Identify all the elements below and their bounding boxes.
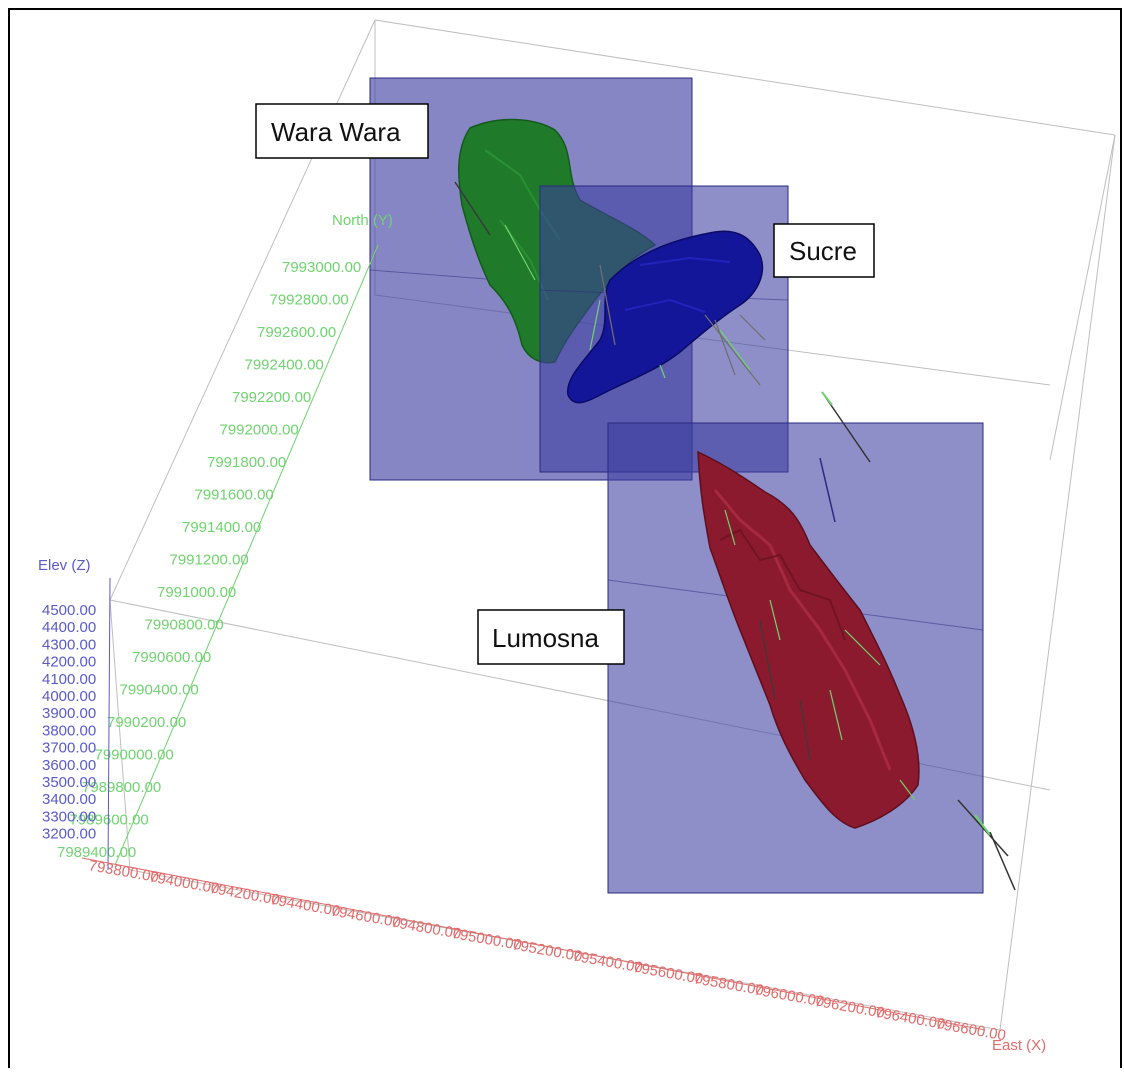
wara-wara-callout: Wara Wara <box>255 103 429 159</box>
lumosna-orebody <box>697 450 920 829</box>
north-tick-15: 7990000.00 <box>95 747 174 764</box>
north-tick-18: 7989400.00 <box>57 844 136 861</box>
elev-axis-title: Elev (Z) <box>38 557 91 574</box>
elev-tick-0: 4500.00 <box>42 602 96 619</box>
north-tick-6: 7991800.00 <box>207 454 286 471</box>
elev-tick-6: 3900.00 <box>42 705 96 722</box>
north-tick-5: 7992000.00 <box>220 422 299 439</box>
north-tick-12: 7990600.00 <box>132 649 211 666</box>
elev-tick-9: 3600.00 <box>42 757 96 774</box>
lumosna-block <box>607 422 984 894</box>
north-tick-14: 7990200.00 <box>107 714 186 731</box>
north-tick-13: 7990400.00 <box>120 682 199 699</box>
lumosna-label: Lumosna <box>492 623 599 653</box>
north-axis-title: North (Y) <box>332 212 393 229</box>
east-tick-14: 796600.00 <box>934 1015 1007 1044</box>
elev-tick-3: 4200.00 <box>42 654 96 671</box>
north-tick-10: 7991000.00 <box>157 584 236 601</box>
sucre-orebody <box>567 230 764 404</box>
elev-tick-5: 4000.00 <box>42 688 96 705</box>
north-tick-3: 7992400.00 <box>245 357 324 374</box>
elev-tick-1: 4400.00 <box>42 619 96 636</box>
elev-tick-11: 3400.00 <box>42 791 96 808</box>
sucre-callout: Sucre <box>773 223 875 278</box>
elev-tick-8: 3700.00 <box>42 740 96 757</box>
north-tick-2: 7992600.00 <box>257 324 336 341</box>
wara-wara-label: Wara Wara <box>271 117 401 147</box>
lumosna-callout: Lumosna <box>477 609 625 665</box>
elev-tick-12: 3300.00 <box>42 808 96 825</box>
drill-traces <box>819 391 1016 891</box>
north-tick-labels: 7993000.00 7992800.00 7992600.00 7992400.00… <box>57 259 361 861</box>
elev-tick-labels: 4500.004400.004300.004200.004100.004000.… <box>42 602 96 843</box>
elev-tick-10: 3500.00 <box>42 774 96 791</box>
elev-tick-2: 4300.00 <box>42 636 96 653</box>
elev-tick-13: 3200.00 <box>42 826 96 843</box>
sucre-label: Sucre <box>789 236 857 266</box>
north-tick-11: 7990800.00 <box>145 617 224 634</box>
elev-tick-7: 3800.00 <box>42 722 96 739</box>
north-tick-4: 7992200.00 <box>232 389 311 406</box>
north-tick-9: 7991200.00 <box>170 552 249 569</box>
north-tick-8: 7991400.00 <box>182 519 261 536</box>
elev-axis: Elev (Z) 4500.004400.004300.004200.00410… <box>38 557 111 871</box>
east-axis-title: East (X) <box>992 1037 1046 1054</box>
north-axis: North (Y) 7993000.00 7992800.00 7992600.00… <box>57 212 393 866</box>
north-tick-17: 7989600.00 <box>70 812 149 829</box>
elev-tick-4: 4100.00 <box>42 671 96 688</box>
north-tick-16: 7989800.00 <box>82 779 161 796</box>
north-tick-0: 7993000.00 <box>282 259 361 276</box>
north-tick-7: 7991600.00 <box>195 487 274 504</box>
north-tick-1: 7992800.00 <box>270 292 349 309</box>
